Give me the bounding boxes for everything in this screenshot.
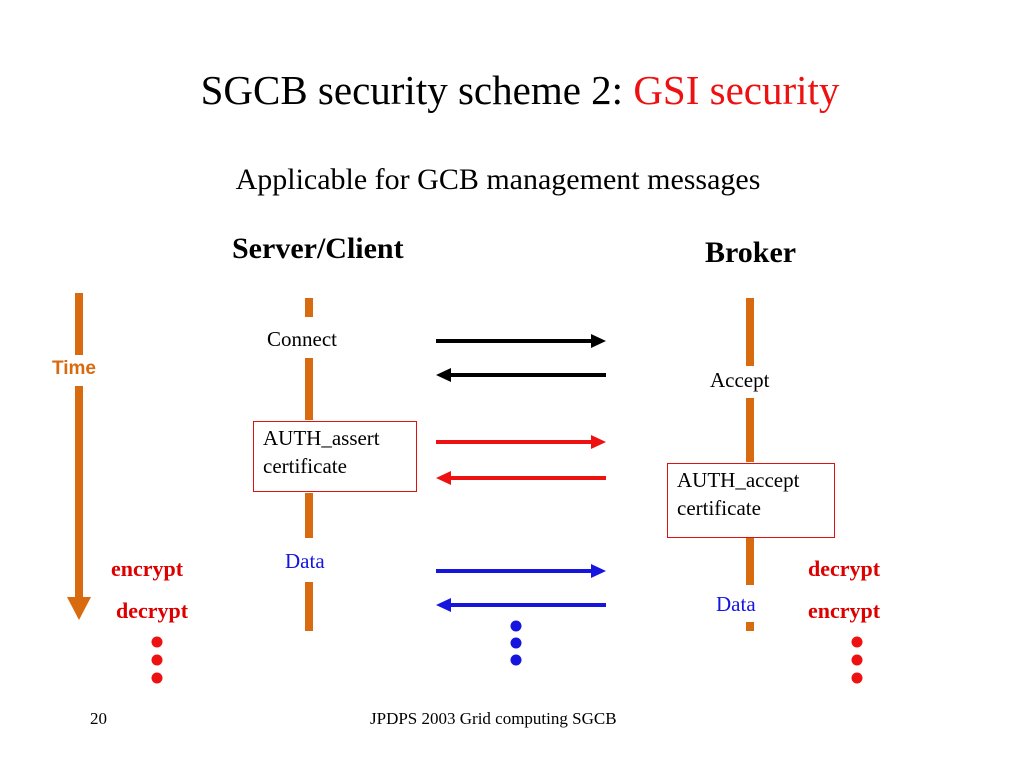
slide-title: SGCB security scheme 2: GSI security — [0, 66, 1024, 114]
left-decrypt-label: decrypt — [116, 598, 189, 623]
connect-label: Connect — [267, 327, 337, 351]
auth-accept-arrowhead — [436, 471, 451, 485]
auth-accept-line1: AUTH_accept — [677, 468, 800, 492]
message-arrows — [436, 334, 606, 612]
time-label: Time — [52, 358, 97, 379]
ellipsis-right — [851, 636, 863, 684]
auth-assert-line2: certificate — [263, 454, 347, 478]
accept-label: Accept — [710, 368, 770, 392]
time-axis-arrowhead — [67, 597, 91, 620]
left-encrypt-label: encrypt — [111, 556, 184, 581]
slide-title-accent: GSI security — [633, 67, 840, 113]
time-axis — [67, 293, 91, 620]
auth-accept-line2: certificate — [677, 496, 761, 520]
right-decrypt-label: decrypt — [808, 556, 881, 581]
ellipsis-left — [151, 636, 163, 684]
server-client-heading: Server/Client — [232, 232, 404, 265]
auth-assert-box: AUTH_assert certificate — [253, 421, 417, 492]
accept-arrowhead — [436, 368, 451, 382]
data-return-arrowhead — [436, 598, 451, 612]
auth-assert-line1: AUTH_assert — [263, 426, 380, 450]
right-data-label: Data — [716, 592, 756, 616]
left-data-label: Data — [285, 549, 325, 573]
ellipsis-middle — [510, 620, 522, 666]
auth-assert-arrowhead — [591, 435, 606, 449]
footer-text: JPDPS 2003 Grid computing SGCB — [370, 709, 617, 728]
broker-heading: Broker — [705, 236, 797, 269]
slide-title-main: SGCB security scheme 2: — [200, 67, 634, 113]
slide-subtitle: Applicable for GCB management messages — [235, 163, 761, 196]
page-number: 20 — [90, 709, 107, 728]
auth-accept-box: AUTH_accept certificate — [667, 463, 835, 538]
right-encrypt-label: encrypt — [808, 598, 881, 623]
data-send-arrowhead — [591, 564, 606, 578]
connect-arrowhead — [591, 334, 606, 348]
